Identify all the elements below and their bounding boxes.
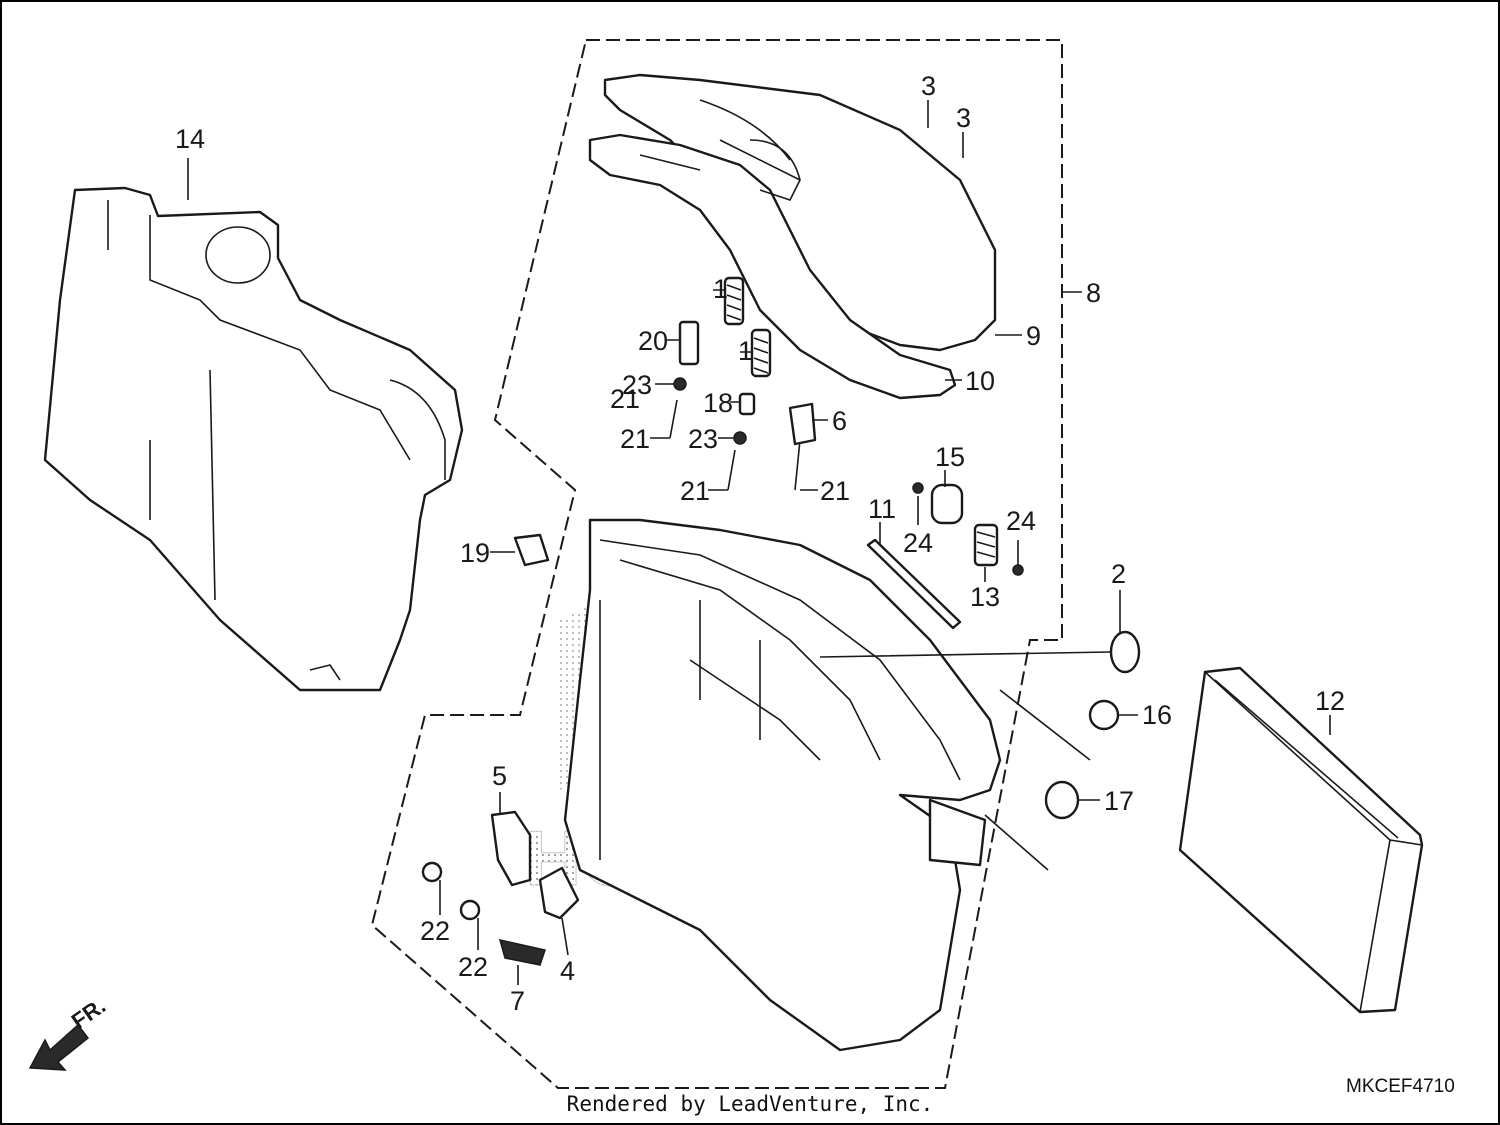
plate-7 [498, 938, 546, 966]
clip-23b [733, 431, 747, 445]
callout-21d: 21 [610, 384, 640, 414]
callout-21b: 21 [680, 476, 710, 506]
callout-17: 17 [1104, 786, 1134, 816]
grommet-17 [1044, 780, 1080, 820]
callout-1b: 1 [738, 336, 753, 366]
callout-13: 13 [970, 582, 1000, 612]
front-direction-arrow: FR. [28, 993, 110, 1071]
callout-11: 11 [868, 494, 896, 524]
callout-23b: 23 [688, 424, 718, 454]
callout-7: 7 [510, 986, 525, 1016]
callout-9: 9 [1026, 321, 1041, 351]
rod-11 [866, 538, 962, 630]
callout-5: 5 [492, 761, 507, 791]
footer-credit: Rendered by LeadVenture, Inc. [566, 1092, 934, 1116]
callout-16: 16 [1142, 700, 1172, 730]
callout-21c: 21 [820, 476, 850, 506]
callout-6: 6 [832, 406, 847, 436]
callout-15: 15 [935, 442, 965, 472]
callout-4: 4 [560, 956, 575, 986]
fr-label: FR. [67, 993, 110, 1034]
grommet-16 [1088, 699, 1120, 731]
callout-labels: 1 1 2 3 3 4 5 6 7 8 9 10 11 12 13 14 15 … [175, 71, 1345, 1016]
callout-1a: 1 [713, 274, 728, 304]
callout-19: 19 [460, 538, 490, 568]
callout-22b: 22 [458, 952, 488, 982]
callout-22a: 22 [420, 916, 450, 946]
bracket-5 [490, 810, 532, 887]
callout-14: 14 [175, 124, 205, 154]
nut-24b [1012, 564, 1024, 576]
drawing-code: MKCEF4710 [1346, 1076, 1455, 1097]
clip-19 [513, 533, 550, 567]
callout-3a: 3 [921, 71, 936, 101]
part-14-cover [43, 186, 464, 692]
bracket-6 [788, 402, 817, 446]
part-9-10-upper [588, 73, 997, 400]
callout-21a: 21 [620, 424, 650, 454]
pin-20 [678, 320, 700, 366]
leader-lines [187, 100, 1331, 985]
callout-10: 10 [965, 366, 995, 396]
clip-23a [673, 377, 687, 391]
callout-24a: 24 [903, 528, 933, 558]
small-hardware [513, 276, 1024, 630]
callout-23a: 23 [622, 370, 652, 400]
callout-8: 8 [1086, 278, 1101, 308]
pin-18 [738, 392, 756, 416]
bracket-4 [538, 866, 580, 920]
screw-22b [459, 899, 481, 921]
callout-2: 2 [1111, 559, 1126, 589]
callout-3b: 3 [956, 103, 971, 133]
grommet-2 [1109, 630, 1141, 674]
callout-12: 12 [1315, 686, 1345, 716]
callout-24b: 24 [1006, 506, 1036, 536]
screw-22a [421, 861, 443, 883]
callout-18: 18 [703, 388, 733, 418]
nut-24a [912, 482, 924, 494]
part-main-box [563, 518, 1002, 1052]
callout-20: 20 [638, 326, 668, 356]
part-12-panel [1178, 666, 1424, 1014]
knob-15 [930, 483, 964, 525]
